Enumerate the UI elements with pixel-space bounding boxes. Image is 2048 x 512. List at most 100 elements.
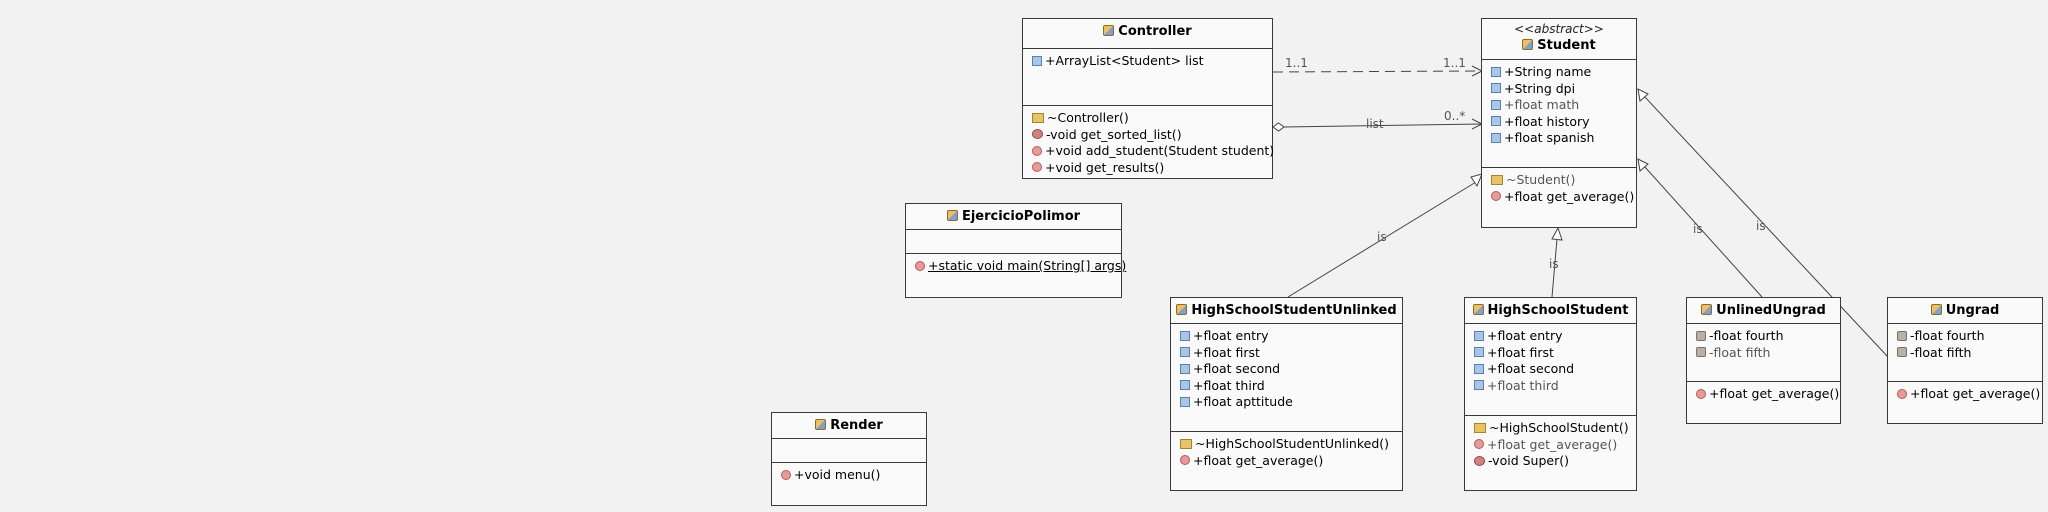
attribute-row[interactable]: +String name: [1491, 64, 1630, 81]
attribute-row[interactable]: +float second: [1474, 361, 1630, 378]
attributes-section: -float fourth -float fifth: [1687, 324, 1840, 382]
method-row[interactable]: +float get_average(): [1491, 189, 1634, 206]
dependency-target-multiplicity: 1..1: [1443, 56, 1466, 70]
generalization-label-unlinedungrad: is: [1693, 222, 1703, 236]
public-method-icon: [915, 260, 925, 271]
public-method-icon: [1032, 145, 1042, 156]
public-field-icon: [1180, 347, 1190, 357]
class-name: HighSchoolStudent: [1487, 303, 1629, 318]
class-icon: [1701, 304, 1713, 315]
method-row[interactable]: +float get_average(): [1180, 453, 1396, 470]
attribute-row[interactable]: -float fifth: [1897, 345, 2036, 362]
attribute-row[interactable]: +float spanish: [1491, 130, 1630, 147]
class-stereotype: <<abstract>>: [1514, 22, 1604, 36]
method-row[interactable]: +void menu(): [781, 467, 920, 484]
private-field-icon: [1897, 347, 1907, 357]
private-field-icon: [1696, 330, 1706, 341]
attributes-section: -float fourth -float fifth: [1888, 324, 2042, 382]
class-header: <<abstract>> Student: [1482, 19, 1636, 60]
class-unlinedungrad[interactable]: UnlinedUngrad -float fourth -float fifth…: [1686, 297, 1841, 424]
method-row[interactable]: ~Student(): [1491, 172, 1630, 189]
class-icon: [1930, 304, 1942, 315]
method-row[interactable]: +void add_student(Student student): [1032, 143, 1274, 160]
public-method-icon: [1696, 388, 1706, 399]
method-row[interactable]: +float get_average(): [1696, 386, 1839, 403]
attribute-row[interactable]: +float entry: [1180, 328, 1396, 345]
method-row[interactable]: ~Controller(): [1032, 110, 1266, 127]
class-name: Student: [1537, 38, 1596, 53]
method-row[interactable]: +float get_average(): [1474, 437, 1630, 454]
public-field-icon: [1180, 363, 1190, 374]
class-header: Controller: [1023, 19, 1272, 49]
attributes-section: +ArrayList<Student> list: [1023, 49, 1272, 106]
method-row[interactable]: -void get_sorted_list(): [1032, 127, 1266, 144]
private-field-icon: [1696, 347, 1706, 357]
methods-section: +float get_average(): [1687, 382, 1840, 405]
attribute-row[interactable]: +float history: [1491, 114, 1630, 131]
attribute-row[interactable]: +float first: [1474, 345, 1630, 362]
attribute-row[interactable]: +float math: [1491, 97, 1630, 114]
attribute-row[interactable]: +float third: [1474, 378, 1630, 395]
generalization-hs-student[interactable]: [1551, 226, 1563, 298]
public-field-icon: [1032, 55, 1042, 66]
public-field-icon: [1180, 396, 1190, 407]
public-field-icon: [1491, 66, 1501, 77]
attributes-section: +String name +String dpi +float math +fl…: [1482, 60, 1636, 168]
dependency-source-multiplicity: 1..1: [1285, 56, 1308, 70]
methods-section: ~HighSchoolStudent() +float get_average(…: [1465, 416, 1636, 472]
attributes-section: [906, 230, 1121, 254]
class-icon: [815, 419, 827, 430]
class-ejerciciopolimor[interactable]: EjercicioPolimor +static void main(Strin…: [905, 203, 1126, 298]
methods-section: +void menu(): [772, 463, 926, 486]
methods-section: ~Student() +float get_average(): [1482, 168, 1636, 207]
public-method-icon: [781, 469, 791, 480]
association-role-label: list: [1366, 117, 1384, 131]
attribute-row[interactable]: -float fourth: [1696, 328, 1834, 345]
method-row[interactable]: +static void main(String[] args): [915, 258, 1126, 275]
class-controller[interactable]: Controller +ArrayList<Student> list ~Con…: [1022, 18, 1274, 179]
attribute-row[interactable]: +String dpi: [1491, 81, 1630, 98]
attribute-row[interactable]: +float entry: [1474, 328, 1630, 345]
class-highschoolstudentunlinked[interactable]: HighSchoolStudentUnlinked +float entry +…: [1170, 297, 1403, 491]
method-row[interactable]: ~HighSchoolStudent(): [1474, 420, 1630, 437]
class-render[interactable]: Render +void menu(): [771, 412, 927, 506]
public-field-icon: [1491, 99, 1501, 110]
attribute-row[interactable]: +float second: [1180, 361, 1396, 378]
attribute-row[interactable]: +float first: [1180, 345, 1396, 362]
class-student[interactable]: <<abstract>> Student +String name +Strin…: [1481, 18, 1637, 228]
public-method-icon: [1897, 388, 1907, 399]
method-row[interactable]: +void get_results(): [1032, 160, 1266, 177]
attribute-row[interactable]: +ArrayList<Student> list: [1032, 53, 1266, 70]
attributes-section: +float entry +float first +float second …: [1171, 324, 1402, 432]
generalization-label-hs: is: [1549, 257, 1559, 271]
generalization-label-ungrad: is: [1756, 219, 1766, 233]
constructor-icon: [1491, 174, 1503, 185]
generalization-unlinedungrad-student[interactable]: [1637, 158, 1763, 298]
public-field-icon: [1180, 330, 1190, 341]
private-field-icon: [1897, 330, 1907, 341]
public-field-icon: [1474, 347, 1484, 357]
attributes-section: +float entry +float first +float second …: [1465, 324, 1636, 416]
aggregation-connector[interactable]: [1272, 118, 1484, 132]
method-row[interactable]: ~HighSchoolStudentUnlinked(): [1180, 436, 1396, 453]
constructor-icon: [1474, 422, 1486, 433]
generalization-hsunlinked-student[interactable]: [1287, 173, 1483, 298]
class-icon: [1176, 304, 1188, 315]
method-row[interactable]: +float get_average(): [1897, 386, 2040, 403]
attribute-row[interactable]: -float fifth: [1696, 345, 1834, 362]
public-field-icon: [1491, 132, 1501, 143]
public-method-icon: [1491, 191, 1501, 201]
methods-section: ~HighSchoolStudentUnlinked() +float get_…: [1171, 432, 1402, 471]
generalization-ungrad-student[interactable]: [1637, 88, 1889, 358]
public-field-icon: [1474, 330, 1484, 341]
attribute-row[interactable]: -float fourth: [1897, 328, 2036, 345]
class-icon: [1472, 304, 1484, 315]
class-highschoolstudent[interactable]: HighSchoolStudent +float entry +float fi…: [1464, 297, 1637, 491]
attribute-row[interactable]: +float third: [1180, 378, 1396, 395]
association-multiplicity: 0..*: [1444, 109, 1465, 123]
class-header: HighSchoolStudent: [1465, 298, 1636, 324]
attribute-row[interactable]: +float apttitude: [1180, 394, 1396, 411]
method-row[interactable]: -void Super(): [1474, 453, 1630, 470]
class-ungrad[interactable]: Ungrad -float fourth -float fifth +float…: [1887, 297, 2043, 424]
